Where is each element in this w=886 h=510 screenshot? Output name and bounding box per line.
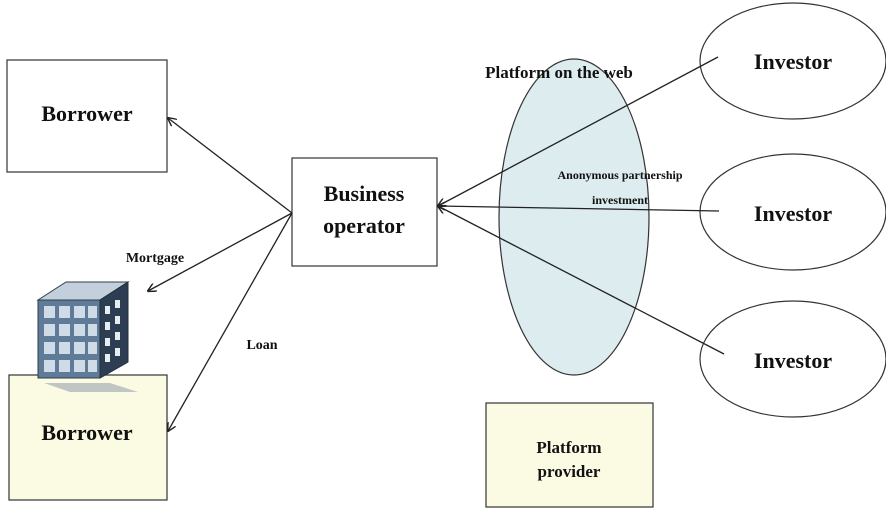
investment-label-line1: Anonymous partnership [557, 168, 682, 182]
business-operator-box [291, 157, 438, 267]
business-operator-label-line1: Business [324, 181, 405, 206]
borrower-top-box [6, 59, 168, 173]
arrow-mortgage [148, 212, 293, 291]
investor-label-2: Investor [754, 201, 832, 226]
investor-label-1: Investor [754, 49, 832, 74]
investor-ellipse-2 [699, 153, 886, 271]
platform-provider-label-line2: provider [538, 462, 601, 481]
investor-label-3: Investor [754, 348, 832, 373]
platform-provider-box [485, 402, 654, 508]
arrow-loan [168, 212, 293, 431]
arrow-to-borrower-top [168, 118, 293, 214]
investor-ellipse-1 [699, 2, 886, 120]
platform-provider-label-line1: Platform [536, 438, 601, 457]
borrower-top-label: Borrower [41, 101, 132, 126]
investment-label-line2: investment [592, 193, 648, 207]
borrower-bottom-label: Borrower [41, 420, 132, 445]
mortgage-label: Mortgage [126, 251, 184, 266]
loan-label: Loan [246, 338, 277, 353]
business-operator-label-line2: operator [323, 213, 405, 238]
arrow-investor-1 [438, 56, 719, 206]
platform-web-label: Platform on the web [485, 63, 633, 82]
arrow-investor-3 [438, 206, 725, 355]
arrow-investor-2 [438, 206, 720, 212]
investor-ellipse-3 [699, 300, 886, 418]
office-building-icon [36, 281, 138, 392]
